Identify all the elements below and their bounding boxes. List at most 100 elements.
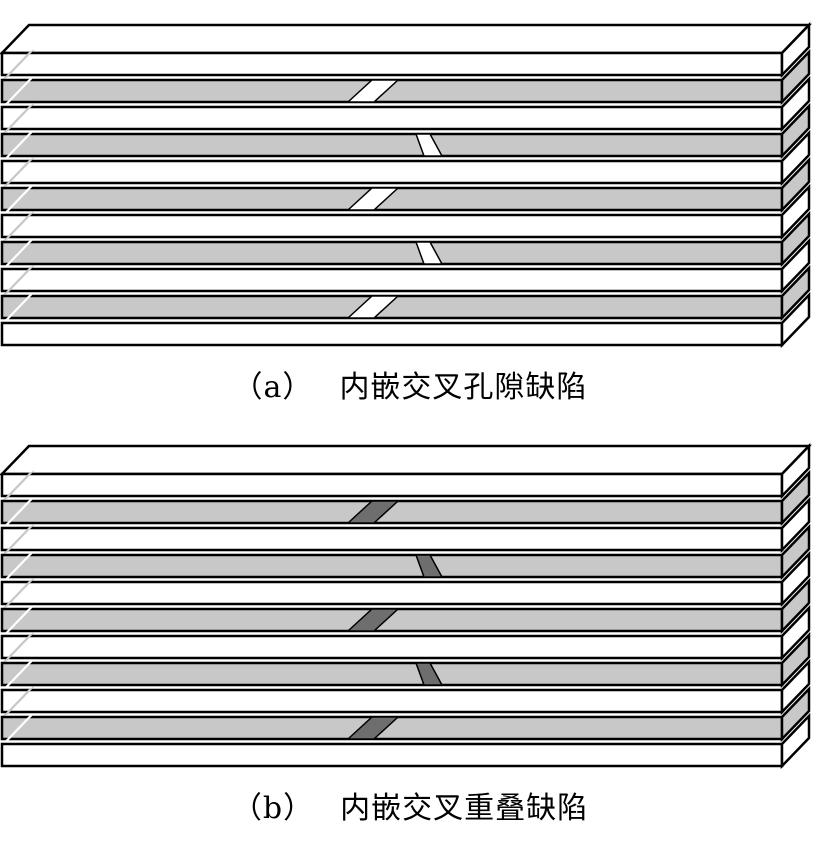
gap-defect	[346, 79, 400, 103]
ply-edge-strip	[2, 497, 35, 528]
panel-a: （a） 内嵌交叉孔隙缺陷	[0, 0, 820, 420]
gray-ply-10	[0, 685, 811, 743]
side-face	[780, 48, 811, 106]
white-ply-9	[0, 237, 811, 295]
side-face	[780, 21, 811, 79]
front-face	[0, 661, 784, 687]
front-face	[0, 472, 784, 498]
ply-edge-strip	[2, 686, 35, 717]
overlap-defect	[346, 608, 400, 632]
caption-b-label: （b）	[231, 791, 315, 826]
side-face	[780, 469, 811, 527]
overlap-defect	[414, 554, 444, 578]
gap-defect	[414, 133, 444, 157]
side-face	[780, 210, 811, 268]
ply-edge-strip	[2, 713, 35, 744]
gap-defect-laminate-diagram	[0, 21, 812, 349]
front-face	[0, 159, 784, 185]
ply-edge-strip	[2, 130, 35, 161]
ply-edge-strip	[2, 211, 35, 242]
front-face	[0, 240, 784, 266]
side-face	[780, 156, 811, 214]
side-face	[780, 658, 811, 716]
gray-ply-6	[0, 577, 811, 635]
ply-edge-strip	[2, 265, 35, 296]
side-face	[780, 291, 811, 349]
white-ply-3	[0, 496, 811, 554]
ply-edge-strip	[2, 76, 35, 107]
white-ply-11	[0, 712, 811, 770]
gray-ply-6	[0, 156, 811, 214]
gap-defect	[346, 187, 400, 211]
side-face	[780, 237, 811, 295]
gray-ply-8	[0, 631, 811, 689]
top-face	[0, 23, 812, 55]
front-face	[0, 105, 784, 131]
side-face	[780, 264, 811, 322]
ply-edge-strip	[2, 659, 35, 690]
white-ply-11	[0, 291, 811, 349]
caption-a-label: （a）	[232, 370, 314, 405]
overlap-defect	[414, 662, 444, 686]
side-face	[780, 685, 811, 743]
side-face	[780, 183, 811, 241]
gray-ply-8	[0, 210, 811, 268]
caption-b: （b） 内嵌交叉重叠缺陷	[0, 783, 820, 827]
white-ply-9	[0, 658, 811, 716]
white-ply-1	[0, 21, 812, 79]
panel-b: （b） 内嵌交叉重叠缺陷	[0, 421, 820, 842]
front-face	[0, 51, 784, 77]
overlap-defect-laminate-diagram	[0, 442, 812, 770]
front-face	[0, 742, 784, 768]
white-ply-3	[0, 75, 811, 133]
ply-edge-strip	[2, 605, 35, 636]
front-face	[0, 688, 784, 714]
gray-ply-10	[0, 264, 811, 322]
white-ply-5	[0, 550, 811, 608]
gray-ply-4	[0, 102, 811, 160]
side-face	[780, 550, 811, 608]
ply-edge-strip	[2, 292, 35, 323]
white-ply-1	[0, 442, 812, 500]
side-face	[780, 523, 811, 581]
ply-edge-strip	[2, 49, 35, 80]
gray-ply-2	[0, 469, 811, 527]
overlap-defect	[346, 716, 400, 740]
gray-ply-2	[0, 48, 811, 106]
white-ply-7	[0, 604, 811, 662]
ply-edge-strip	[2, 470, 35, 501]
side-face	[780, 577, 811, 635]
ply-edge-strip	[2, 238, 35, 269]
front-face	[0, 213, 784, 239]
caption-a-text: 内嵌交叉孔隙缺陷	[339, 370, 588, 405]
ply-edge-strip	[2, 157, 35, 188]
gap-defect	[414, 241, 444, 265]
ply-edge-strip	[2, 103, 35, 134]
front-face	[0, 553, 784, 579]
front-face	[0, 526, 784, 552]
top-face	[0, 444, 812, 476]
front-face	[0, 580, 784, 606]
caption-b-text: 内嵌交叉重叠缺陷	[340, 791, 589, 826]
white-ply-5	[0, 129, 811, 187]
front-face	[0, 132, 784, 158]
white-ply-7	[0, 183, 811, 241]
ply-edge-strip	[2, 551, 35, 582]
side-face	[780, 75, 811, 133]
side-face	[780, 712, 811, 770]
side-face	[780, 496, 811, 554]
side-face	[780, 129, 811, 187]
ply-edge-strip	[2, 524, 35, 555]
overlap-defect	[346, 500, 400, 524]
front-face	[0, 267, 784, 293]
side-face	[780, 604, 811, 662]
side-face	[780, 102, 811, 160]
side-face	[780, 442, 811, 500]
ply-edge-strip	[2, 578, 35, 609]
ply-edge-strip	[2, 184, 35, 215]
gray-ply-4	[0, 523, 811, 581]
gap-defect	[346, 295, 400, 319]
front-face	[0, 321, 784, 347]
caption-a: （a） 内嵌交叉孔隙缺陷	[0, 362, 820, 406]
ply-edge-strip	[2, 632, 35, 663]
